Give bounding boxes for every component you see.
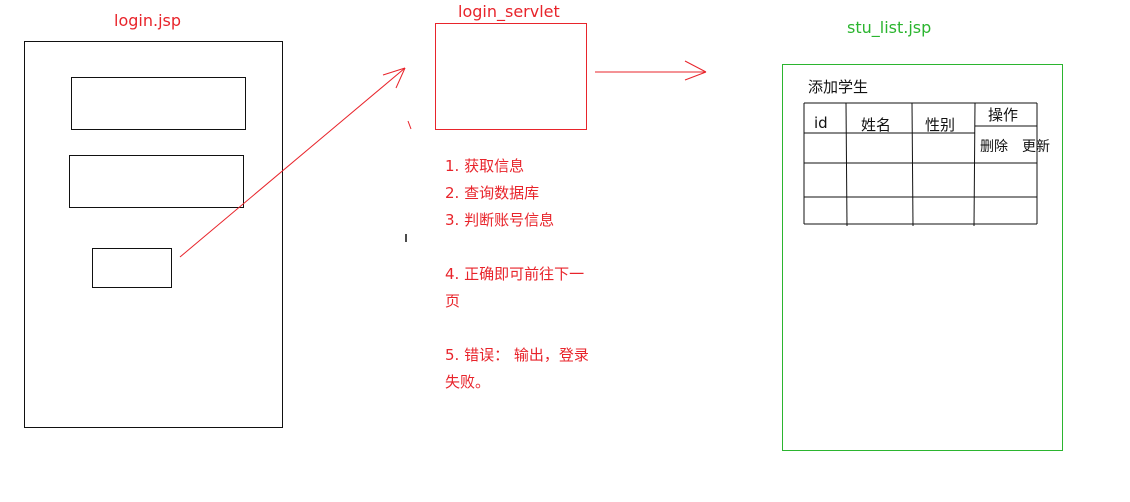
- header-actions: 操作: [988, 106, 1019, 124]
- username-input-placeholder: [71, 77, 246, 130]
- update-action-label: 更新: [1022, 139, 1050, 155]
- servlet-steps: 1. 获取信息 2. 查询数据库 3. 判断账号信息 4. 正确即可前往下一 页…: [445, 153, 589, 396]
- step-2: 2. 查询数据库: [445, 184, 540, 202]
- step-4-continued: 页: [445, 292, 461, 310]
- password-input-placeholder: [69, 155, 244, 208]
- student-table-grid: [803, 102, 1038, 227]
- header-name: 姓名: [861, 116, 892, 134]
- stray-marks: [405, 120, 412, 242]
- student-list-title: stu_list.jsp: [847, 18, 932, 37]
- servlet-to-list-arrow: [595, 60, 707, 81]
- login-page-title: login.jsp: [114, 11, 181, 30]
- header-gender: 性别: [925, 116, 956, 134]
- servlet-title: login_servlet: [458, 2, 560, 21]
- step-1: 1. 获取信息: [445, 157, 525, 175]
- student-list-frame: [782, 64, 1063, 451]
- step-4: 4. 正确即可前往下一: [445, 265, 585, 283]
- login-page-frame: [24, 41, 283, 428]
- login-button-placeholder: [92, 248, 172, 288]
- login-to-servlet-arrow: [179, 67, 406, 258]
- header-id: id: [814, 114, 828, 132]
- step-5: 5. 错误： 输出，登录: [445, 346, 589, 364]
- delete-action-label: 删除: [980, 139, 1008, 155]
- servlet-box: [435, 23, 587, 130]
- add-student-label: 添加学生: [808, 78, 869, 96]
- step-5-continued: 失败。: [445, 373, 491, 391]
- step-3: 3. 判断账号信息: [445, 211, 555, 229]
